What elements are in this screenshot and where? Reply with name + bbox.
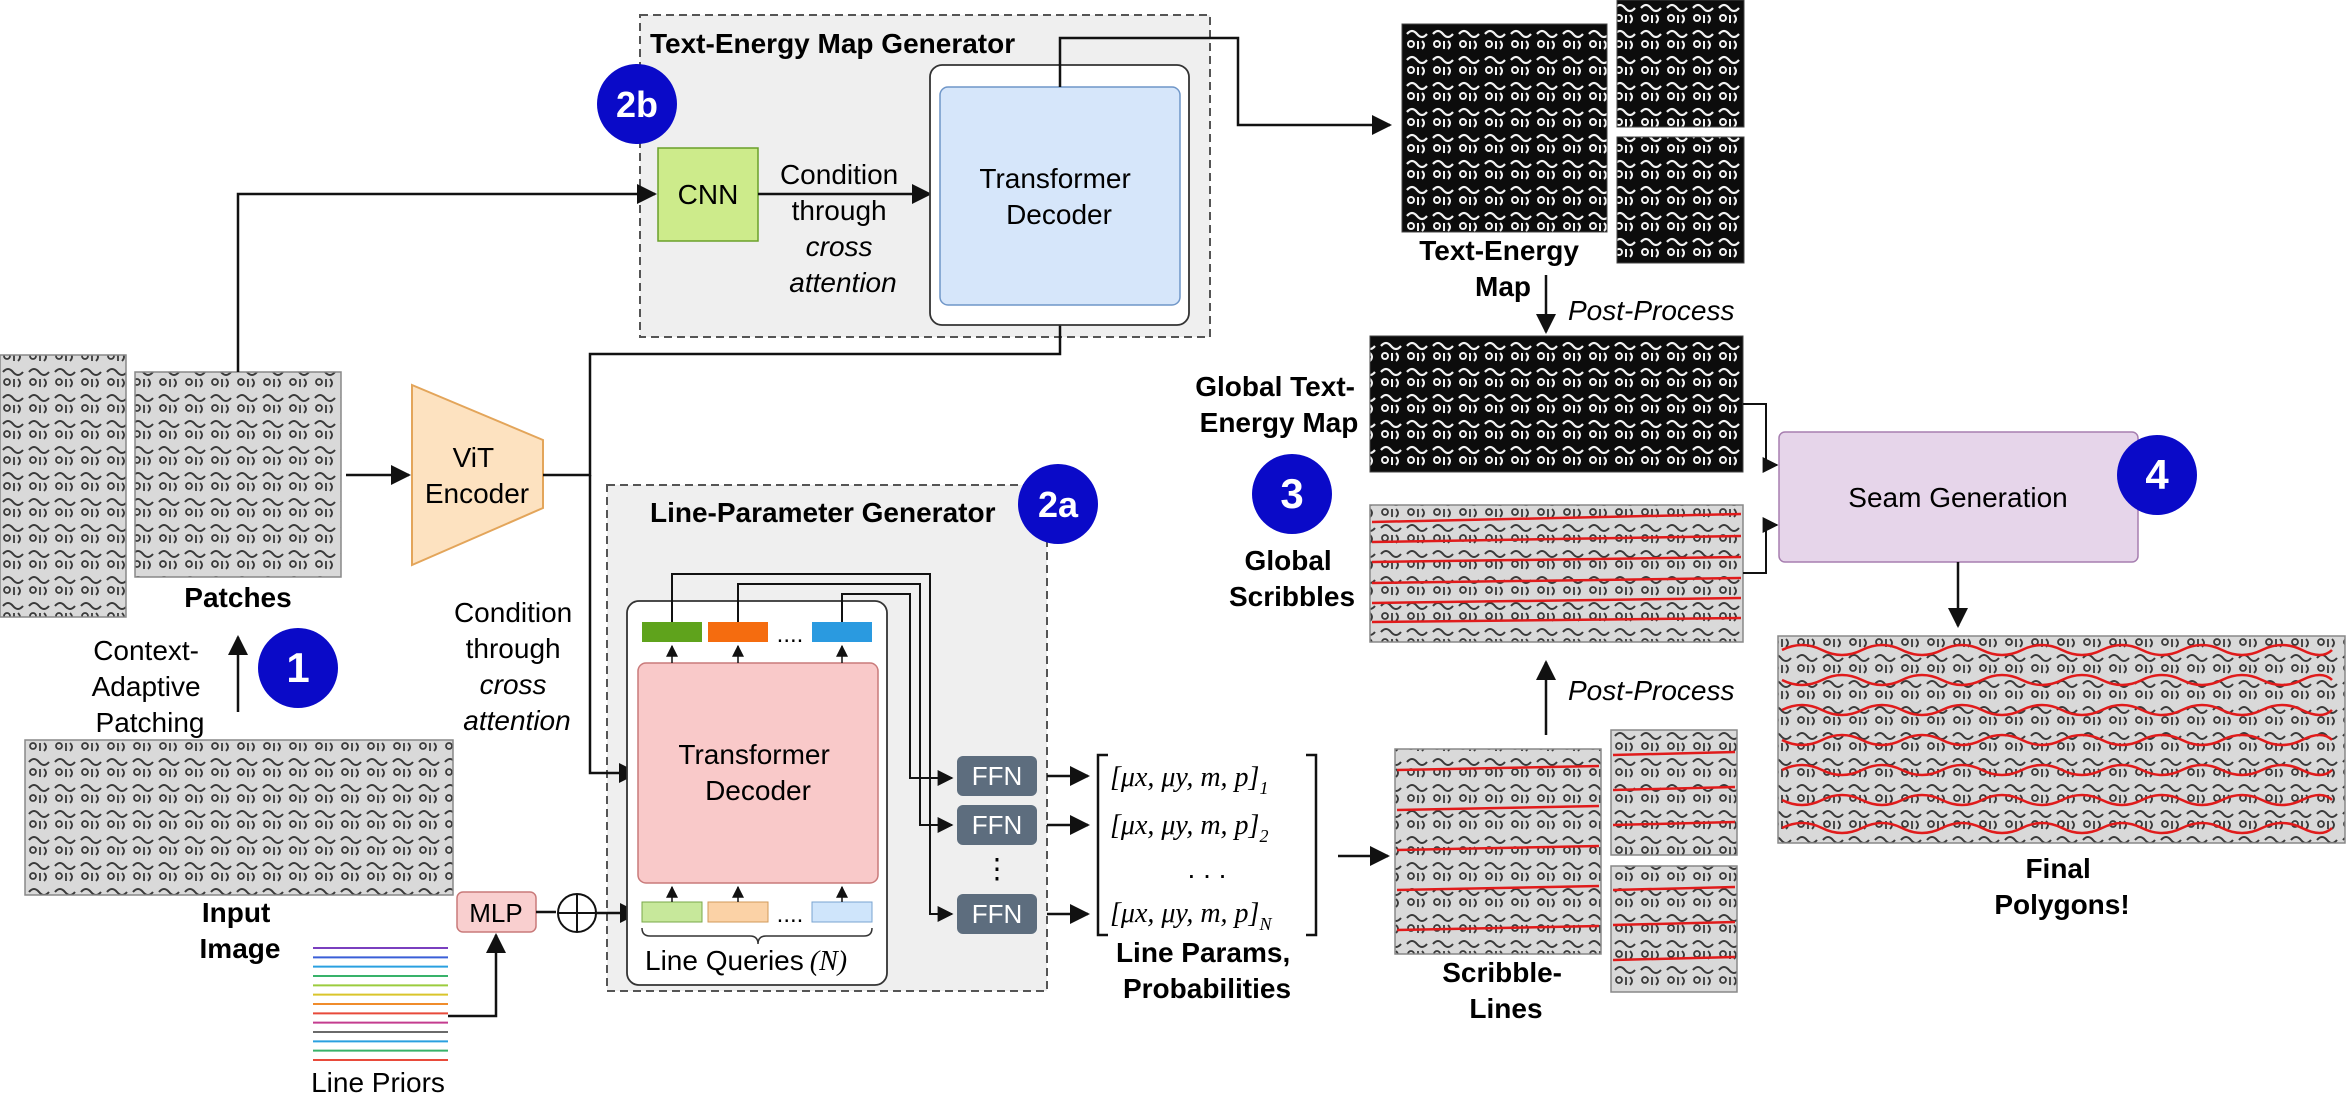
- scribbles-to-seam-connector: [1743, 517, 1779, 574]
- vit-encoder-label: ViT Encoder: [425, 442, 529, 509]
- scribble-lines-label: Scribble- Lines: [1442, 957, 1570, 1024]
- text-energy-map-patch-top: [1616, 0, 1745, 128]
- line-queries-label: Line Queries(N): [645, 945, 847, 977]
- line-query-dots: ....: [777, 901, 804, 928]
- line-transformer-decoder-block: [637, 662, 879, 884]
- line-queries-brace: [641, 927, 873, 945]
- line-decoder-label: Transformer Decoder: [678, 739, 837, 806]
- svg-text:1: 1: [286, 644, 309, 691]
- context-adaptive-patching-label: Context- Adaptive Patching: [92, 635, 209, 738]
- step-4-badge: 4: [2117, 435, 2197, 515]
- text-energy-map-generator-title: Text-Energy Map Generator: [650, 28, 1015, 59]
- svg-text:4: 4: [2145, 451, 2169, 498]
- scribble-lines-patch-top-overlay: [1612, 750, 1736, 827]
- line-params-label: Line Params, Probabilities: [1116, 937, 1298, 1004]
- svg-text:2a: 2a: [1038, 484, 1079, 525]
- post-process-bottom-label: Post-Process: [1568, 675, 1735, 706]
- tem-decoder-label: Transformer Decoder: [979, 163, 1138, 230]
- final-polygons-label: Final Polygons!: [1994, 853, 2129, 920]
- ffn-label-2: FFN: [972, 810, 1023, 840]
- global-text-energy-map: [1369, 335, 1744, 473]
- svg-text:2b: 2b: [616, 84, 658, 125]
- global-text-energy-map-label: Global Text- Energy Map: [1195, 371, 1363, 438]
- global-scribble-lines: [1371, 512, 1742, 624]
- param-row-1: [μx, μy, m, p]1: [1110, 762, 1268, 798]
- params-right-bracket: [1306, 753, 1318, 937]
- vit-to-decoders-path: [543, 305, 1070, 477]
- cnn-label: CNN: [678, 179, 739, 210]
- step-3-badge: 3: [1252, 454, 1332, 534]
- patch-thumbnail-back: [0, 354, 127, 618]
- step-2a-badge: 2a: [1018, 464, 1098, 544]
- param-row-n: [μx, μy, m, p]N: [1110, 898, 1272, 934]
- mlp-label: MLP: [469, 898, 522, 928]
- line-query-n: [811, 901, 873, 923]
- token-wire-1: [671, 573, 954, 922]
- scribble-lines-main: [1394, 748, 1602, 955]
- output-token-dots: ....: [777, 621, 804, 648]
- priors-to-mlp-arrow: [448, 933, 506, 1018]
- input-image: [24, 739, 454, 896]
- line-priors-graphic: [313, 947, 448, 1061]
- scribble-lines-patch-bottom: [1610, 865, 1738, 993]
- post-process-top-label: Post-Process: [1568, 295, 1735, 326]
- line-parameter-generator-title: Line-Parameter Generator: [650, 497, 996, 528]
- add-operator-icon: [557, 893, 597, 933]
- vit-encoder-block: [411, 383, 544, 567]
- text-energy-map-main: [1401, 23, 1608, 233]
- ffn-label-1: FFN: [972, 761, 1023, 791]
- seam-generation-label: Seam Generation: [1848, 482, 2067, 513]
- svg-text:3: 3: [1280, 470, 1303, 517]
- ffn-label-n: FFN: [972, 899, 1023, 929]
- scribble-lines-patch-top: [1610, 729, 1738, 856]
- step-2b-badge: 2b: [597, 64, 677, 144]
- input-image-label: Input Image: [200, 897, 281, 964]
- text-energy-map-label: Text-Energy Map: [1419, 235, 1587, 302]
- global-scribbles-label: Global Scribbles: [1229, 545, 1355, 612]
- ffn-vertical-dots: ⋮: [983, 853, 1011, 884]
- tem-transformer-decoder-block: [939, 86, 1181, 306]
- patch-thumbnail-front: [134, 371, 342, 578]
- output-token-1: [642, 622, 702, 642]
- energy-to-seam-connector: [1743, 403, 1779, 473]
- line-query-1: [641, 901, 703, 923]
- tem-condition-label: Condition through cross attention: [780, 159, 906, 298]
- patches-label: Patches: [184, 582, 291, 613]
- output-token-n: [812, 622, 872, 642]
- token-wire-2: [737, 583, 954, 833]
- scribble-lines-patch-bottom-overlay: [1612, 885, 1736, 962]
- final-polygon-outlines: [1781, 643, 2333, 835]
- vit-to-line-decoder-arrow: [588, 475, 639, 783]
- line-query-2: [707, 901, 769, 923]
- line-priors-label: Line Priors: [311, 1067, 445, 1098]
- output-token-2: [708, 622, 768, 642]
- patches-to-cnn-arrow: [236, 184, 657, 372]
- params-left-bracket: [1096, 753, 1108, 937]
- token-wire-n: [841, 593, 954, 786]
- line-condition-label: Condition through cross attention: [454, 597, 580, 736]
- param-middle-dots: . . .: [1188, 853, 1227, 884]
- text-energy-map-patch-bottom: [1616, 136, 1745, 264]
- ffn-block-n: [957, 894, 1037, 934]
- ffn-block-1: [957, 756, 1037, 796]
- ffn-block-2: [957, 805, 1037, 845]
- scribble-lines-main-overlay: [1396, 764, 1600, 932]
- step-1-badge: 1: [258, 628, 338, 708]
- param-row-2: [μx, μy, m, p]2: [1110, 810, 1268, 846]
- decoder-to-energy-map-arrow: [1058, 36, 1392, 135]
- cnn-block: [657, 147, 759, 242]
